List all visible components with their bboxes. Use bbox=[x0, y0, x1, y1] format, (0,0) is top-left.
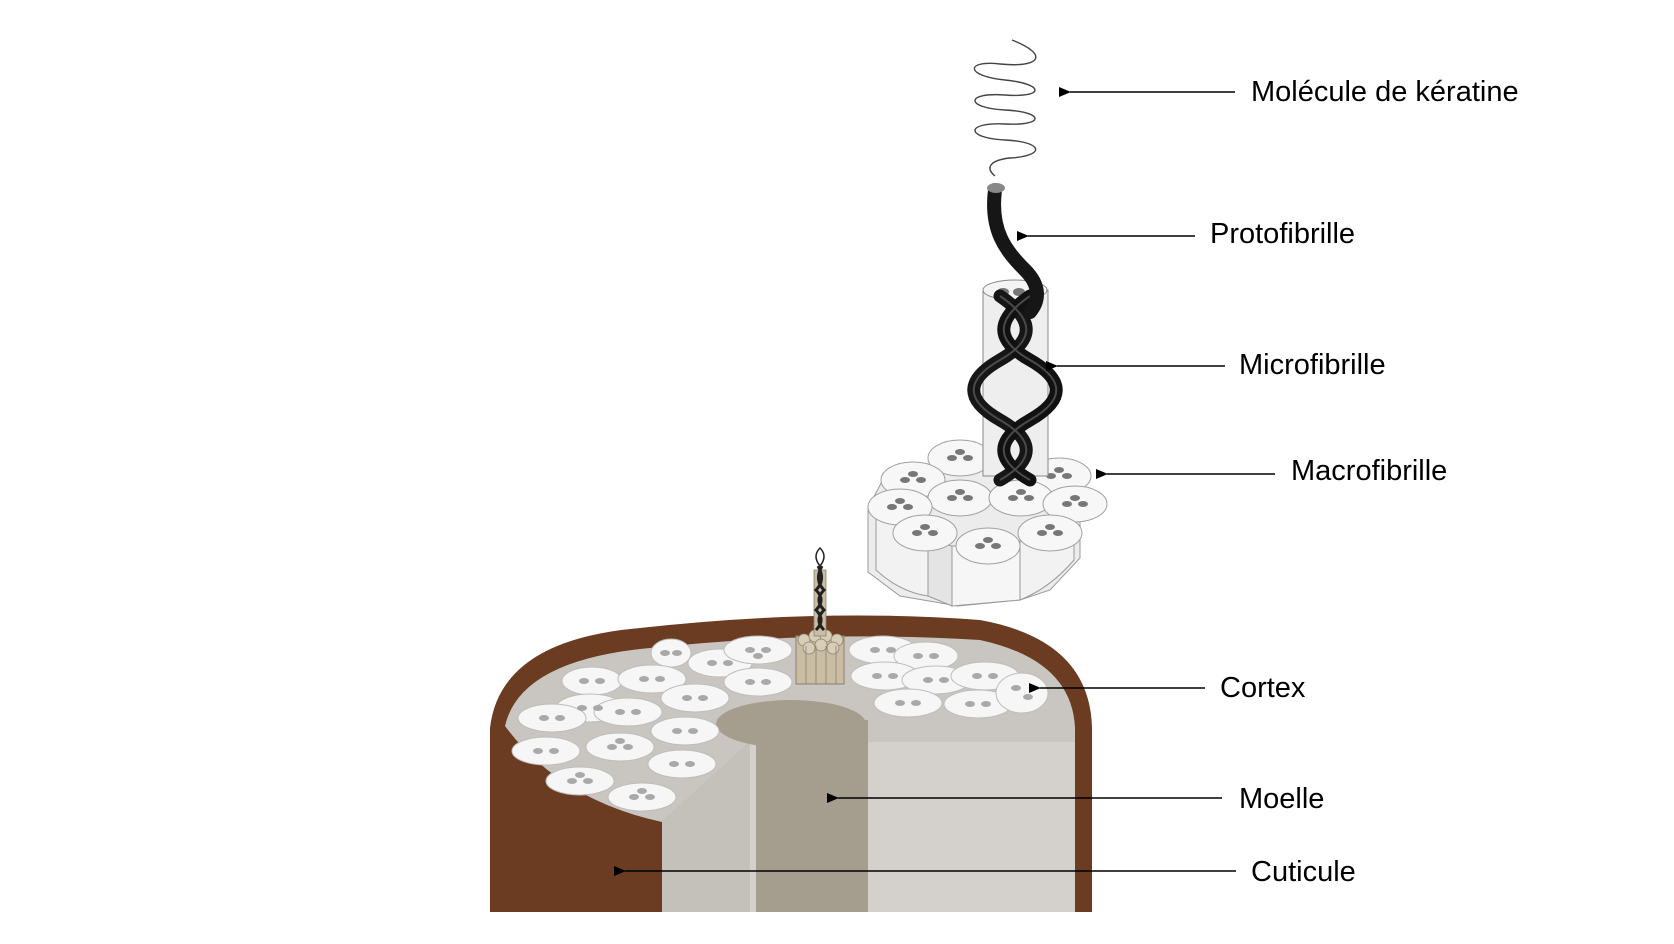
microfibril-tube bbox=[982, 279, 1049, 477]
microfibril-nuclei bbox=[887, 449, 1088, 549]
label-microfibril: Microfibrille bbox=[1239, 349, 1386, 381]
keratin-helix bbox=[973, 39, 1037, 177]
mini-fibre-bundle bbox=[795, 546, 845, 685]
label-macrofibril: Macrofibrille bbox=[1291, 455, 1448, 487]
medulla-column bbox=[756, 720, 868, 912]
callout-arrows bbox=[614, 87, 1275, 876]
cortex-left-face bbox=[662, 742, 750, 912]
label-keratin-molecule: Molécule de kératine bbox=[1251, 76, 1519, 108]
label-cortex: Cortex bbox=[1220, 672, 1306, 704]
label-cuticle: Cuticule bbox=[1251, 856, 1356, 888]
cortex-cell-nuclei bbox=[533, 647, 1033, 800]
protofibril-twist-highlight bbox=[972, 295, 1058, 481]
label-medulla: Moelle bbox=[1239, 783, 1325, 815]
cortex-cells bbox=[511, 635, 1049, 812]
macrofibril-bundle bbox=[867, 439, 1108, 607]
medulla-top bbox=[716, 700, 866, 748]
protofibril-strand bbox=[987, 183, 1044, 319]
hair-shaft bbox=[490, 546, 1092, 912]
protofibril-end bbox=[987, 183, 1005, 193]
label-protofibril: Protofibrille bbox=[1210, 218, 1356, 250]
